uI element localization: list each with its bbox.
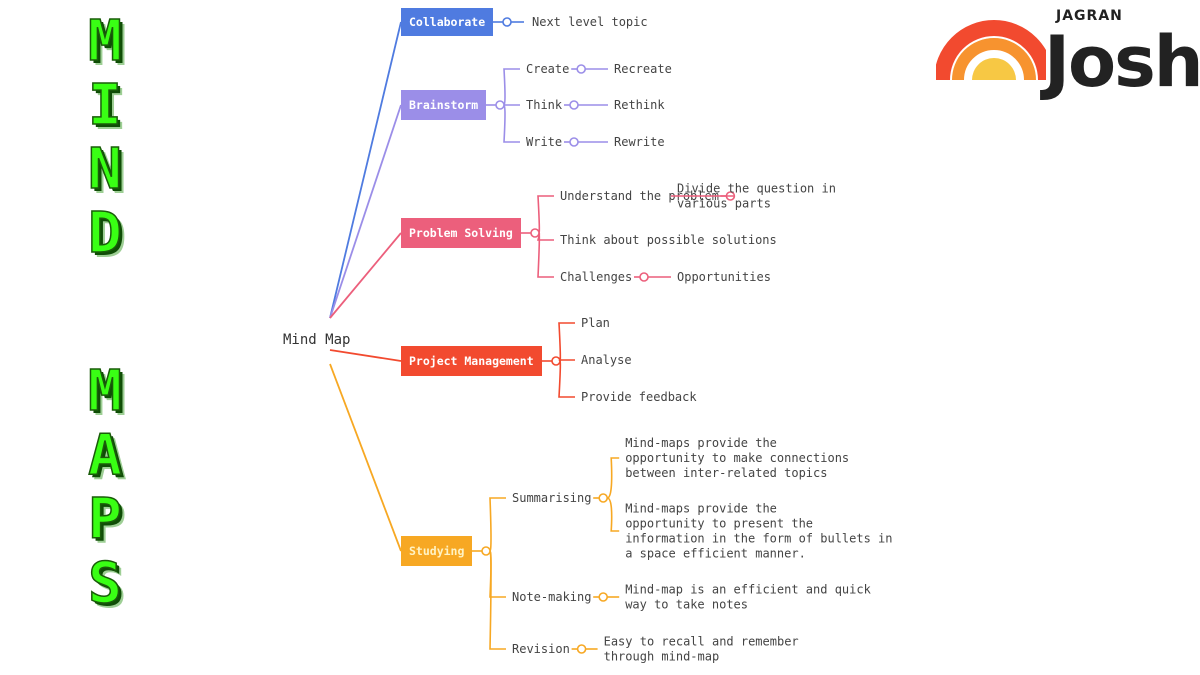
title-letter: S (87, 551, 122, 617)
child-link (489, 497, 506, 552)
connector-node (576, 644, 587, 654)
connector-node (530, 228, 540, 238)
grandchild-label: Rewrite (614, 135, 665, 149)
branch-box-collaborate (401, 8, 493, 36)
branch-label-collaborate: Collaborate (409, 15, 485, 29)
branch-label-project: Project Management (409, 354, 534, 368)
child-link (489, 550, 506, 650)
title-letter: N (87, 137, 122, 203)
child-link (558, 322, 575, 362)
child-label: Summarising (512, 491, 591, 505)
child-link (503, 68, 520, 106)
connector-node (502, 17, 512, 27)
child-link (558, 359, 575, 362)
connector-node (495, 100, 505, 110)
trunk-project (329, 349, 402, 362)
grandchild-label: Opportunities (677, 270, 771, 284)
title-letter: A (87, 423, 122, 489)
child-link (537, 232, 554, 278)
grandchild-label: Recreate (614, 62, 672, 76)
child-link (536, 232, 554, 241)
sunrise-logo-icon (936, 20, 1046, 81)
branch-label-brainstorm: Brainstorm (409, 98, 478, 112)
title-letter: P (87, 487, 122, 553)
child-label: Think (526, 98, 563, 112)
grandchild-link (606, 457, 620, 499)
title-letter: M (87, 359, 122, 425)
branch-box-problem (401, 218, 521, 248)
connector-node (481, 546, 491, 556)
branch-box-project (401, 346, 542, 376)
connector-node (569, 100, 579, 110)
child-label: Note-making (512, 590, 591, 604)
child-label: Plan (581, 316, 610, 330)
child-label: Write (526, 135, 562, 149)
child-label: Understand the problem (560, 189, 719, 203)
child-label: Provide feedback (581, 390, 697, 404)
connector-node (569, 137, 579, 147)
child-label: Revision (512, 642, 570, 656)
branch-label-problem: Problem Solving (409, 226, 513, 240)
child-label: Analyse (581, 353, 632, 367)
trunk-brainstorm (329, 104, 402, 319)
title-letter: M (87, 9, 122, 75)
child-link (537, 195, 554, 234)
trunk-studying (329, 363, 402, 552)
grandchild-label: Rethink (614, 98, 665, 112)
child-label: Next level topic (532, 15, 648, 29)
grandchild-link (606, 497, 620, 532)
connector-node (576, 64, 587, 74)
trunk-collaborate (329, 21, 402, 319)
branch-label-studying: Studying (409, 544, 464, 558)
title-letter: I (87, 73, 122, 139)
child-link (503, 104, 520, 143)
root-node-label: Mind Map (283, 332, 350, 348)
child-link (558, 360, 575, 398)
jagran-josh-logo[interactable]: JAGRAN Josh (936, 6, 1200, 103)
child-link (489, 550, 506, 598)
logo-small-text: JAGRAN (1056, 8, 1123, 24)
title-letter: D (87, 201, 122, 267)
connector-node (639, 272, 649, 282)
connector-node (551, 356, 561, 366)
child-label: Challenges (560, 270, 632, 284)
logo-big-text: Josh (1044, 21, 1200, 103)
trunk-problem (329, 232, 402, 319)
child-label: Think about possible solutions (560, 233, 777, 247)
connector-node (598, 592, 609, 602)
connector-node (598, 493, 609, 503)
branch-box-brainstorm (401, 90, 486, 120)
child-label: Create (526, 62, 569, 76)
branch-box-studying (401, 536, 472, 566)
